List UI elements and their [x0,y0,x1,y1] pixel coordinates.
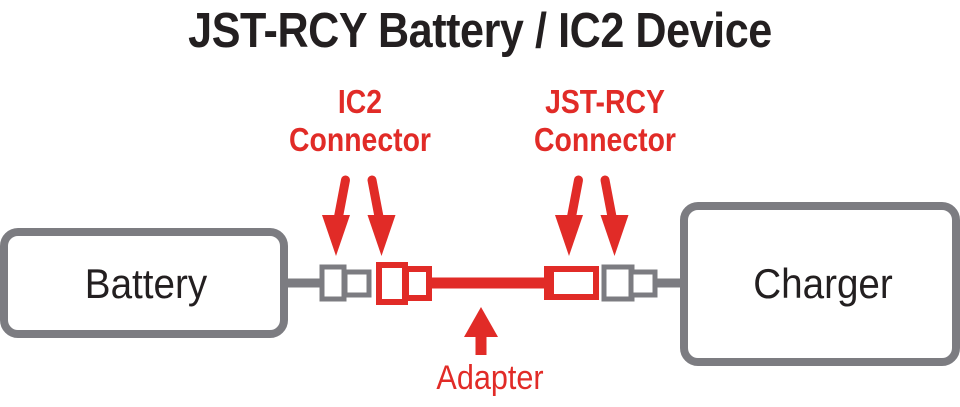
callout-jst-line2: Connector [534,121,676,158]
arrow-group-jst-rcy [555,175,629,256]
callout-ic2-line2: Connector [289,121,431,158]
ic2-male-connector [319,264,372,302]
adapter-label: Adapter [436,359,544,397]
callout-jst-rcy-connector: JST-RCY Connector [498,83,713,159]
jst-rcy-plug [544,266,599,300]
down-arrow-icon [555,175,583,256]
adapter-ic2-socket [376,262,432,305]
callout-ic2-connector: IC2 Connector [253,83,468,159]
down-arrow-icon [367,175,396,256]
down-arrow-icon [322,175,350,256]
page-title: JST-RCY Battery / IC2 Device [188,4,772,58]
charger-jst-connector [601,264,658,302]
arrow-group-ic2 [322,175,396,256]
charger-box-label: Charger [753,260,893,307]
callout-ic2-line1: IC2 [337,83,383,120]
battery-box-label: Battery [84,260,208,307]
callout-jst-line1: JST-RCY [545,83,665,120]
down-arrow-icon [600,175,629,256]
up-arrow-icon [464,307,498,355]
